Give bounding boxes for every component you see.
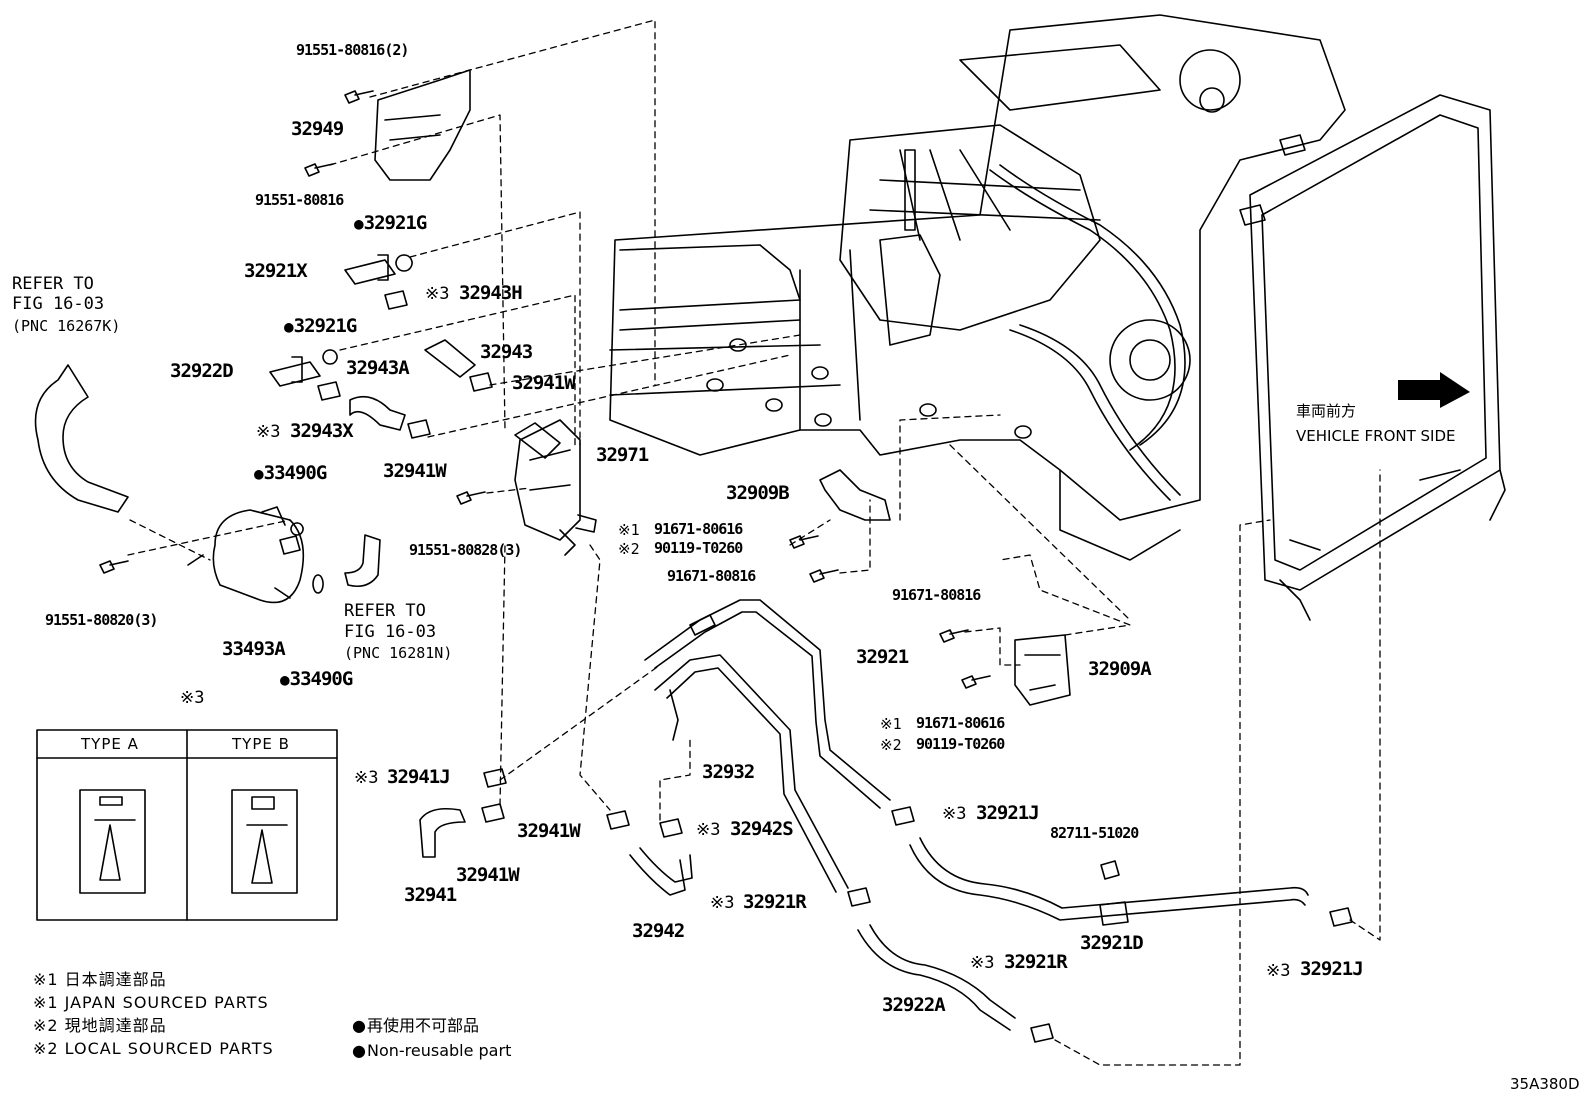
hose-32921D xyxy=(909,837,1309,926)
mark-32921R-b: ※3 xyxy=(970,953,995,973)
label-32941W-c: 32941W xyxy=(517,820,581,842)
mark-32921J-b: ※3 xyxy=(1266,961,1291,981)
refer1-line1: REFER TO xyxy=(12,274,94,294)
o-ring-33490G xyxy=(290,522,304,536)
legend-local-jp: ※2 現地調達部品 xyxy=(33,1016,167,1035)
label-32922A: 32922A xyxy=(882,994,946,1016)
mark-32942S: ※3 xyxy=(696,820,721,840)
vehicle-front-en: VEHICLE FRONT SIDE xyxy=(1296,427,1456,445)
legend-japan-en: ※1 JAPAN SOURCED PARTS xyxy=(33,993,269,1012)
mark-32941J: ※3 xyxy=(354,768,379,788)
mark-90119-T0260-b: ※2 xyxy=(880,736,902,754)
label-91551-80820-3: 91551-80820(3) xyxy=(45,611,158,629)
clamp-icons xyxy=(317,290,1353,1043)
label-91671-80616-a: 91671-80616 xyxy=(654,520,743,538)
label-91551-80816: 91551-80816 xyxy=(255,191,344,209)
legend-nonreusable-jp: 再使用不可部品 xyxy=(352,1018,479,1034)
label-32943A: 32943A xyxy=(346,357,410,379)
clamp-types-mark: ※3 xyxy=(180,688,205,708)
refer2-line2: FIG 16-03 xyxy=(344,622,437,642)
small-hoses xyxy=(349,339,561,459)
refer-hose-1 xyxy=(34,364,129,513)
label-32943X: 32943X xyxy=(290,420,354,442)
label-91671-80616-b: 91671-80616 xyxy=(916,714,1005,732)
clamp-type-b-label: TYPE B xyxy=(232,735,290,753)
radiator-illustration xyxy=(1239,94,1506,621)
hose-32921 xyxy=(644,599,891,809)
label-32941: 32941 xyxy=(404,884,457,906)
label-32943H: 32943H xyxy=(459,282,523,304)
bolt-icons xyxy=(99,90,991,689)
oil-cooler-33493A xyxy=(187,506,305,604)
valve-32971 xyxy=(514,419,597,556)
label-32921G-b: 32921G xyxy=(284,317,358,336)
label-91671-80816-b: 91671-80816 xyxy=(892,586,981,604)
label-32932: 32932 xyxy=(702,761,755,783)
refer2-line1: REFER TO xyxy=(344,601,426,621)
mark-32921J-a: ※3 xyxy=(942,804,967,824)
label-32941W-b: 32941W xyxy=(383,460,447,482)
label-32921J-a: 32921J xyxy=(976,802,1040,824)
hose-32932 xyxy=(654,654,849,893)
label-32909A: 32909A xyxy=(1088,658,1152,680)
hose-32942 xyxy=(629,847,693,896)
brackets-32909 xyxy=(819,469,1071,706)
mark-32943H: ※3 xyxy=(425,284,450,304)
hose-32922A xyxy=(857,924,1016,1031)
label-82711-51020: 82711-51020 xyxy=(1050,824,1139,842)
label-91551-80816-2: 91551-80816(2) xyxy=(296,41,409,59)
refer2-line3: (PNC 16281N) xyxy=(344,644,453,662)
clamp-type-box xyxy=(36,729,338,921)
label-32941W-d: 32941W xyxy=(456,864,520,886)
bracket-32949 xyxy=(374,69,471,181)
label-91551-80828-3: 91551-80828(3) xyxy=(409,541,522,559)
label-90119-T0260-a: 90119-T0260 xyxy=(654,539,743,557)
diagram-code: 35A380D xyxy=(1510,1075,1580,1093)
mark-32921R-a: ※3 xyxy=(710,893,735,913)
mark-91671-80616-b: ※1 xyxy=(880,715,902,733)
legend-japan-jp: ※1 日本調達部品 xyxy=(33,970,167,989)
label-32921: 32921 xyxy=(856,646,909,668)
label-90119-T0260-b: 90119-T0260 xyxy=(916,735,1005,753)
label-32942: 32942 xyxy=(632,920,685,942)
label-32909B: 32909B xyxy=(726,482,790,504)
label-32942S: 32942S xyxy=(730,818,794,840)
label-32971: 32971 xyxy=(596,444,649,466)
refer-hose-2 xyxy=(344,534,381,588)
mark-32943X: ※3 xyxy=(256,422,281,442)
label-33490G-b: 33490G xyxy=(280,670,354,689)
label-33493A: 33493A xyxy=(222,638,286,660)
refer1-line3: (PNC 16267K) xyxy=(12,317,121,335)
label-32921X: 32921X xyxy=(244,260,308,282)
vehicle-front-arrow xyxy=(1398,372,1470,408)
refer1-line2: FIG 16-03 xyxy=(12,294,105,314)
label-32949: 32949 xyxy=(291,118,344,140)
label-32921G-a: 32921G xyxy=(354,214,428,233)
engine-illustration xyxy=(609,14,1346,561)
label-33490G-a: 33490G xyxy=(254,464,328,483)
legend-nonreusable-en: Non-reusable part xyxy=(352,1043,511,1059)
label-32941J: 32941J xyxy=(387,766,451,788)
union-fittings xyxy=(269,254,413,387)
label-32921R-a: 32921R xyxy=(743,891,807,913)
label-32941W-a: 32941W xyxy=(512,372,576,394)
mark-91671-80616-a: ※1 xyxy=(618,521,640,539)
label-32921J-b: 32921J xyxy=(1300,958,1364,980)
legend-local-en: ※2 LOCAL SOURCED PARTS xyxy=(33,1039,274,1058)
label-32921R-b: 32921R xyxy=(1004,951,1068,973)
label-32943: 32943 xyxy=(480,341,533,363)
o-ring-33490G-2 xyxy=(312,574,324,594)
mark-90119-T0260-a: ※2 xyxy=(618,540,640,558)
label-32922D: 32922D xyxy=(170,360,234,382)
dashed-leaders xyxy=(127,19,1381,1066)
clamp-type-a-label: TYPE A xyxy=(81,735,139,753)
label-32921D: 32921D xyxy=(1080,932,1144,954)
vehicle-front-jp: 車両前方 xyxy=(1296,402,1357,420)
hose-32941 xyxy=(419,807,466,858)
label-91671-80816-a: 91671-80816 xyxy=(667,567,756,585)
